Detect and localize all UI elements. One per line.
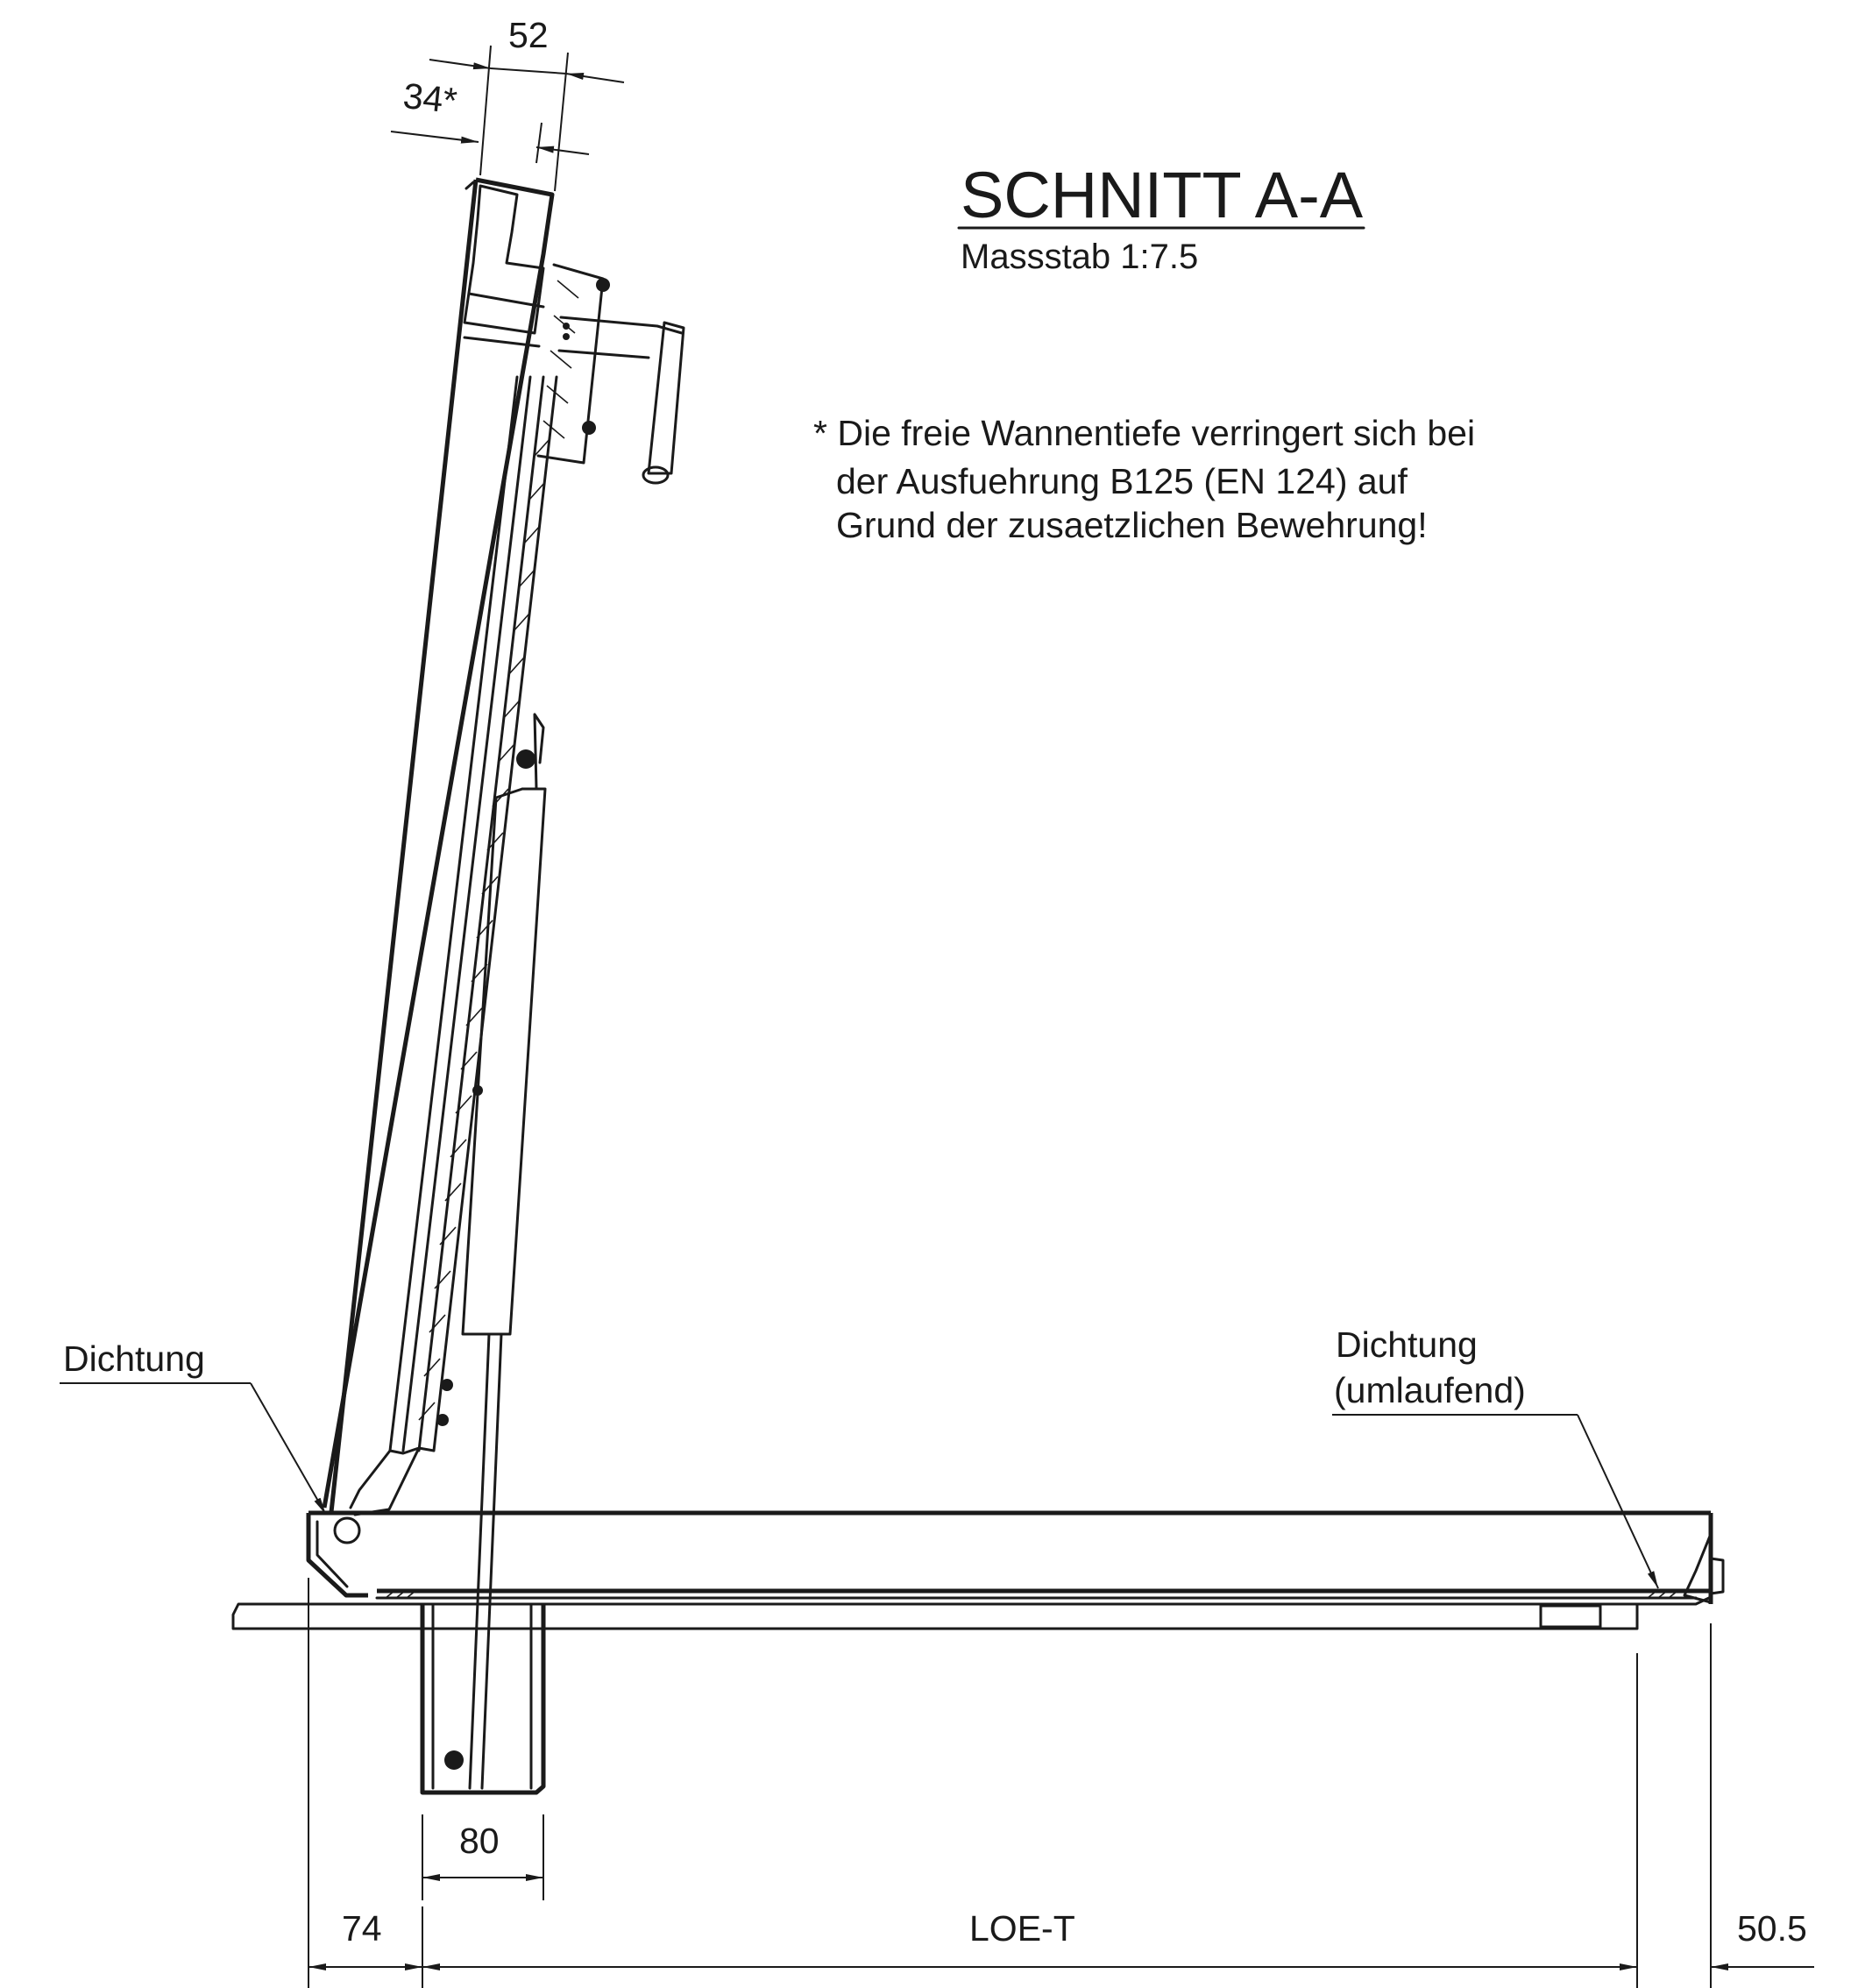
frame-section: [231, 1510, 1725, 1795]
dim-post-width: 80: [459, 1821, 500, 1861]
footnote-line-1: * Die freie Wannentiefe verringert sich …: [813, 413, 1475, 453]
footnote-line-2: der Ausfuehrung B125 (EN 124) auf: [836, 461, 1408, 501]
dim-top-inner: 34*: [401, 75, 459, 121]
seal-left-label: Dichtung: [63, 1338, 205, 1379]
dimension-bottom: 74 LOE-T 50.5: [308, 1578, 1814, 1988]
dimension-top: 52 34*: [390, 15, 625, 192]
section-title: SCHNITT A-A: [961, 159, 1364, 231]
seal-right-label-line-1: Dichtung: [1336, 1324, 1478, 1365]
dim-right-offset: 50.5: [1737, 1908, 1807, 1949]
seal-right-label-line-2: (umlaufend): [1334, 1370, 1526, 1410]
dim-top-width: 52: [508, 15, 549, 55]
lid-section: [322, 177, 685, 1790]
footnote: * Die freie Wannentiefe verringert sich …: [813, 413, 1475, 545]
seal-right-callout: Dichtung (umlaufend): [1332, 1324, 1659, 1589]
dimension-post: 80: [422, 1814, 544, 1900]
footnote-line-3: Grund der zusaetzlichen Bewehrung!: [836, 505, 1428, 545]
scale-label: Massstab 1:7.5: [961, 238, 1198, 276]
dim-main-length: LOE-T: [969, 1908, 1075, 1949]
seal-left-callout: Dichtung: [60, 1338, 327, 1516]
dim-left-offset: 74: [342, 1908, 382, 1949]
